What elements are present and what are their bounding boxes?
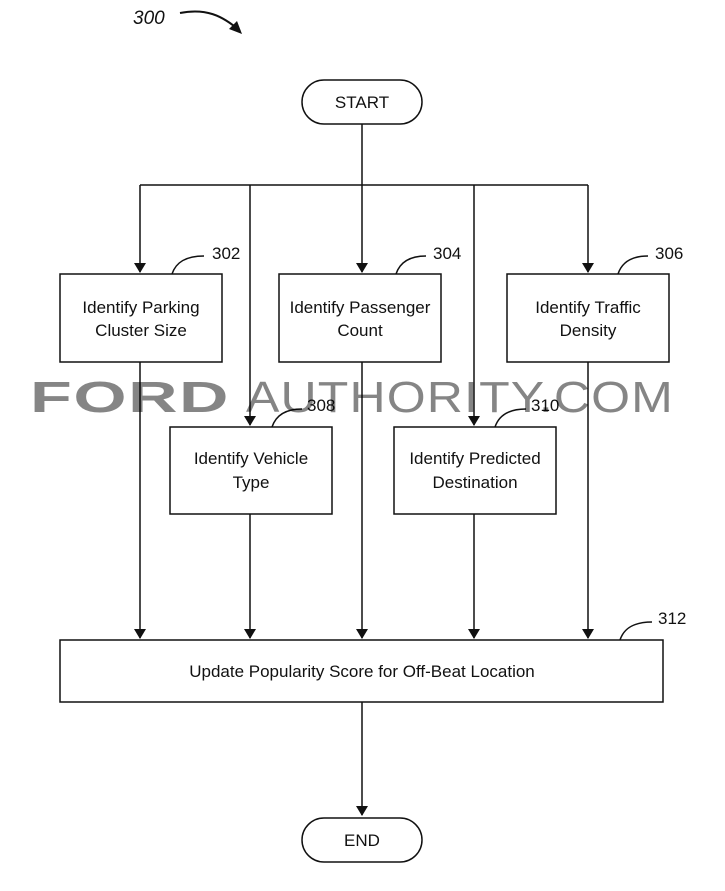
step-306-line-1: Identify Traffic (535, 298, 641, 317)
step-310-line-1: Identify Predicted (409, 449, 540, 468)
step-312-label: Update Popularity Score for Off-Beat Loc… (189, 662, 535, 681)
step-308-line-1: Identify Vehicle (194, 449, 308, 468)
step-304-line-1: Identify Passenger (290, 298, 431, 317)
step-308-box (170, 427, 332, 514)
step-304-box (279, 274, 441, 362)
end-label: END (344, 831, 380, 850)
step-304-ref: 304 (433, 244, 461, 263)
step-304-line-2: Count (337, 321, 383, 340)
step-308-line-2: Type (233, 473, 270, 492)
step-306-line-2: Density (560, 321, 617, 340)
start-label: START (335, 93, 389, 112)
step-310-line-2: Destination (432, 473, 517, 492)
step-306-box (507, 274, 669, 362)
step-310-box (394, 427, 556, 514)
step-302-ref: 302 (212, 244, 240, 263)
step-302-leader (172, 256, 204, 274)
watermark-brand: FORD (30, 373, 230, 422)
figure-number: 300 (133, 8, 165, 29)
watermark-site: AUTHORITY.COM (246, 373, 674, 422)
step-304-leader (396, 256, 426, 274)
step-306-ref: 306 (655, 244, 683, 263)
step-302-box (60, 274, 222, 362)
step-302-line-2: Cluster Size (95, 321, 187, 340)
step-312-leader (620, 622, 652, 640)
step-302-line-1: Identify Parking (82, 298, 199, 317)
step-312-ref: 312 (658, 609, 686, 628)
step-306-leader (618, 256, 648, 274)
